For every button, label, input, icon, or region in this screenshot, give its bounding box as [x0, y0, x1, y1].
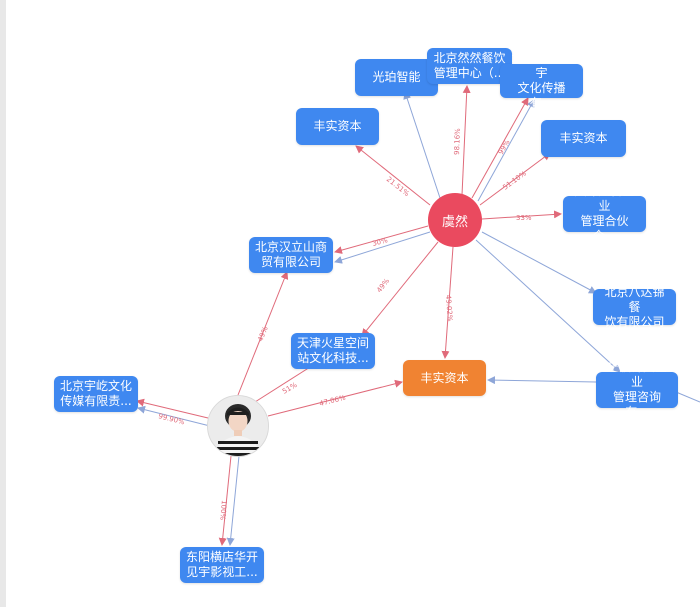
edge-label-center-main: 49.02%: [444, 295, 454, 323]
edge-center-qianhuan-a: [471, 97, 529, 199]
edge-center-qianhuan-b: [477, 99, 535, 202]
node-huoxing[interactable]: 天津火星空间 站文化科技...: [291, 333, 375, 369]
edge-label-person-dongyang: 100%: [218, 500, 228, 521]
node-zhifou[interactable]: 天津知否企业 管理合伙企...: [563, 184, 646, 243]
edge-labels: 21.51% 98.16% 99% 51.10% 33% 30% 49% 49.…: [158, 128, 532, 521]
edge-person-yuqi-b: [137, 405, 211, 427]
edge-center-huoxing: [361, 241, 439, 337]
edges-center: [334, 85, 700, 403]
person-avatar[interactable]: [207, 395, 269, 457]
edge-person-dongyang: [218, 455, 232, 546]
edge-label-person-yuqi: 99.90%: [158, 412, 186, 426]
edge-center-ranran: [461, 85, 471, 196]
node-fengshi-1[interactable]: 丰实资本: [296, 108, 379, 145]
node-jinwen[interactable]: 宁波锦文企业 管理咨询有...: [596, 360, 678, 419]
node-fengshi-main[interactable]: 丰实资本: [403, 360, 486, 396]
edge-person-hanli: [237, 271, 289, 396]
edge-label-center-huoxing: 49%: [375, 277, 391, 294]
node-hanli[interactable]: 北京汉立山商 贸有限公司: [249, 237, 333, 273]
edge-jinwen-offscreen: [675, 391, 700, 403]
edge-jinwen-main: [487, 376, 597, 385]
edge-person-yuqi: [136, 398, 209, 419]
edge-label-person-main: 47.06%: [319, 394, 347, 408]
edge-center-fengshi-1: [355, 145, 431, 206]
edges-person: [136, 271, 403, 546]
edge-center-main: [441, 246, 454, 359]
edge-center-guangpo: [403, 91, 441, 199]
left-border: [0, 0, 6, 607]
edge-label-zhifou: 33%: [516, 214, 532, 222]
edge-label-fengshi-2: 51.10%: [501, 169, 528, 191]
edge-label-hanli: 30%: [371, 236, 388, 248]
edge-center-hanli-b: [334, 231, 431, 264]
node-qianhuan[interactable]: 北京千寰万宇 文化传播有...: [500, 51, 583, 110]
edge-center-hanli: [334, 225, 429, 254]
edge-label-qianhuan: 99%: [497, 138, 512, 156]
edge-label-person-huoxing: 51%: [281, 381, 299, 396]
edge-label-ranran: 98.16%: [453, 128, 462, 155]
edge-center-zhifou: [481, 210, 562, 220]
edge-label-person-hanli: 49%: [256, 325, 269, 343]
node-fengshi-2[interactable]: 丰实资本: [541, 120, 626, 157]
center-node[interactable]: 虞然: [428, 193, 482, 247]
edge-center-fengshi-2: [479, 152, 551, 206]
edge-center-badajin: [481, 231, 597, 294]
center-node-label: 虞然: [441, 214, 468, 230]
node-ranran[interactable]: 北京然然餐饮 管理中心（...: [427, 48, 512, 84]
node-badajin[interactable]: 北京八达锦餐 饮有限公司: [593, 285, 676, 329]
node-yuqi[interactable]: 北京宇屹文化 传媒有限责...: [54, 376, 138, 412]
node-dongyang[interactable]: 东阳横店华开 见宇影视工...: [180, 547, 264, 583]
node-guangpo[interactable]: 光珀智能: [355, 59, 438, 96]
edge-person-dongyang-b: [226, 455, 240, 546]
person-portrait-icon: [208, 396, 268, 456]
edge-person-main: [267, 379, 403, 417]
edge-center-jinwen: [475, 239, 621, 373]
